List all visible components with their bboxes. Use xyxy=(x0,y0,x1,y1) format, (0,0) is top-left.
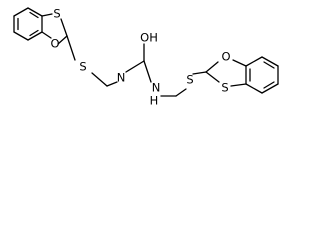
bond xyxy=(245,56,263,67)
bond xyxy=(41,13,53,17)
bond xyxy=(60,18,68,37)
bond xyxy=(27,7,43,17)
atom-label-nitrogen: N xyxy=(152,81,161,95)
bond xyxy=(66,35,76,61)
double-bond xyxy=(263,81,275,89)
bond xyxy=(91,72,108,87)
bond xyxy=(245,83,263,94)
bond xyxy=(192,71,207,75)
atom-labels: S O S N OH N H S O S xyxy=(50,7,230,108)
bond xyxy=(13,31,29,41)
bond xyxy=(230,83,247,87)
bond xyxy=(261,56,279,67)
atom-label-hydrogen: H xyxy=(150,94,159,108)
double-bond xyxy=(263,61,275,69)
bonds xyxy=(13,7,279,97)
molecule-structure-diagram: S O S N OH N H S O S xyxy=(13,7,279,108)
bond xyxy=(261,83,279,94)
bond xyxy=(106,81,118,87)
bond xyxy=(232,59,247,67)
bond xyxy=(205,61,219,73)
atom-label-hydroxyl: OH xyxy=(140,31,158,45)
bond xyxy=(143,60,152,83)
double-bond xyxy=(29,29,39,37)
bond xyxy=(125,60,145,73)
bond xyxy=(27,31,43,41)
double-bond xyxy=(29,11,39,19)
bond xyxy=(175,88,187,97)
atom-label-oxygen: O xyxy=(50,37,59,51)
atom-label-sulfur: S xyxy=(79,60,86,74)
bond xyxy=(205,71,220,83)
atom-label-sulfur: S xyxy=(221,81,228,95)
bond xyxy=(41,31,52,39)
atom-label-oxygen: O xyxy=(221,50,230,64)
bond xyxy=(13,7,29,17)
atom-label-sulfur: S xyxy=(53,7,60,21)
atom-label-sulfur: S xyxy=(186,73,193,87)
atom-label-nitrogen: N xyxy=(117,71,126,85)
bond xyxy=(57,35,68,45)
